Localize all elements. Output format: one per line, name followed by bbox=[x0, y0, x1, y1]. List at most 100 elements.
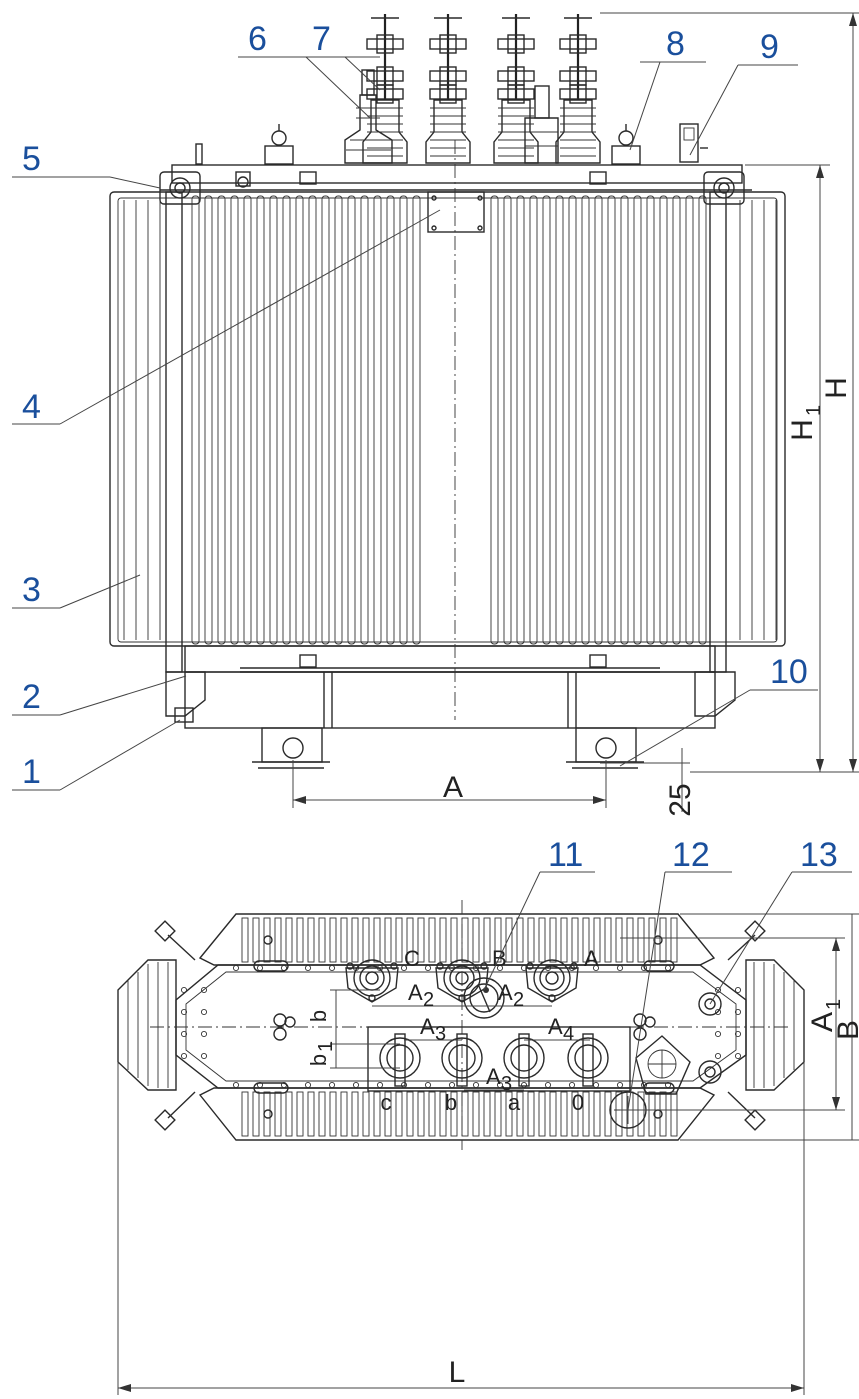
fin bbox=[620, 195, 629, 645]
plan-fin bbox=[472, 1091, 480, 1137]
plan-fin bbox=[516, 917, 524, 963]
cover-bolt bbox=[424, 964, 432, 972]
hv-bushing-plan bbox=[345, 959, 399, 1003]
plan-fin bbox=[582, 1091, 590, 1137]
plan-fin bbox=[263, 917, 271, 963]
dimension-25 bbox=[600, 748, 690, 812]
flange-bolt bbox=[436, 962, 444, 970]
bushing-clamp bbox=[497, 38, 535, 50]
plan-fin bbox=[285, 1091, 293, 1137]
callout-9: 9 bbox=[760, 28, 779, 66]
plan-fin bbox=[648, 917, 656, 963]
cover-bolt bbox=[424, 1081, 432, 1089]
flange-bolt bbox=[368, 994, 376, 1002]
plan-fin bbox=[659, 1091, 667, 1137]
cover-bolt bbox=[376, 1081, 384, 1089]
hv-bushings bbox=[362, 14, 601, 164]
fin bbox=[503, 195, 512, 645]
plan-fin bbox=[362, 1091, 370, 1137]
dim-label-A3-bottom-sub: 3 bbox=[501, 1073, 512, 1095]
rating-plate bbox=[427, 191, 485, 233]
lv-bar bbox=[456, 1033, 468, 1087]
plan-fin bbox=[549, 917, 557, 963]
dim-label-A3-bottom-main: A bbox=[486, 1064, 501, 1089]
plan-fin bbox=[351, 1091, 359, 1137]
plan-fin bbox=[395, 1091, 403, 1137]
cover-bolt bbox=[200, 1008, 208, 1016]
cover-bolt bbox=[232, 1081, 240, 1089]
plan-fin bbox=[318, 917, 326, 963]
plan-fin bbox=[307, 1091, 315, 1137]
radiator-fins-bottom bbox=[241, 1091, 678, 1137]
fin bbox=[230, 195, 239, 645]
plan-fin bbox=[340, 1091, 348, 1137]
cover-bolt bbox=[328, 964, 336, 972]
radiator-fins-top bbox=[241, 917, 678, 963]
flange-bolt bbox=[390, 962, 398, 970]
plan-fin bbox=[527, 917, 535, 963]
fin bbox=[321, 195, 330, 645]
dimension-L bbox=[117, 1062, 805, 1395]
dim-label-A: A bbox=[443, 771, 463, 804]
dim-label-A3-left-main: A bbox=[420, 1014, 435, 1039]
fin bbox=[295, 195, 304, 645]
plan-fin bbox=[527, 1091, 535, 1137]
fin bbox=[659, 195, 668, 645]
lv-ring bbox=[379, 1037, 421, 1079]
plan-fin bbox=[406, 917, 414, 963]
lv-bushing-plan bbox=[567, 1033, 609, 1087]
callout-2: 2 bbox=[22, 678, 41, 716]
flange-bolt bbox=[346, 962, 354, 970]
plan-fin bbox=[516, 1091, 524, 1137]
lv-bushing-right bbox=[524, 85, 559, 164]
plan-fin bbox=[439, 917, 447, 963]
cover-bolt bbox=[568, 1081, 576, 1089]
plan-fin bbox=[571, 917, 579, 963]
cover-bolt bbox=[734, 1052, 742, 1060]
cover-bolt bbox=[544, 1081, 552, 1089]
bushing-ring bbox=[449, 965, 475, 991]
plan-fin bbox=[329, 917, 337, 963]
fin bbox=[269, 195, 278, 645]
plan-fin bbox=[428, 917, 436, 963]
lv-ring bbox=[441, 1037, 483, 1079]
cover-bolt bbox=[714, 1052, 722, 1060]
lv-bushing-plan bbox=[441, 1033, 483, 1087]
mounting-foot-left bbox=[252, 727, 330, 769]
plan-fin bbox=[505, 1091, 513, 1137]
plan-view bbox=[117, 900, 859, 1395]
cover-bolt bbox=[256, 964, 264, 972]
bushing-ring bbox=[539, 965, 565, 991]
bushing-nut bbox=[569, 34, 587, 54]
plan-fin bbox=[318, 1091, 326, 1137]
plan-fin bbox=[461, 1091, 469, 1137]
lv-bushing-6 bbox=[344, 69, 393, 164]
cover-bolt bbox=[180, 1052, 188, 1060]
bushing-body bbox=[493, 99, 539, 164]
fin bbox=[542, 195, 551, 645]
lid-fitting-left bbox=[264, 124, 294, 165]
lv-bushings-plan bbox=[379, 1033, 609, 1087]
bushing-clamp bbox=[366, 38, 404, 50]
plan-fin bbox=[670, 917, 678, 963]
dim-label-b1: b 1 bbox=[306, 1041, 337, 1066]
plan-fin bbox=[296, 1091, 304, 1137]
cover-bolt bbox=[496, 1081, 504, 1089]
callout-leaders bbox=[12, 56, 852, 1111]
cover-bolt bbox=[734, 986, 742, 994]
bushing-body bbox=[362, 99, 408, 164]
plan-fin bbox=[560, 917, 568, 963]
fin bbox=[347, 195, 356, 645]
cover-bolt bbox=[714, 1030, 722, 1038]
bushing-clamp bbox=[366, 88, 404, 100]
plan-fin bbox=[307, 917, 315, 963]
lv-bushing-plan bbox=[503, 1033, 545, 1087]
plan-fin bbox=[626, 917, 634, 963]
radiator-frame bbox=[109, 191, 786, 647]
thermometer-pocket-13 bbox=[698, 992, 722, 1084]
dim-label-L: L bbox=[449, 1356, 466, 1389]
bushing-nut bbox=[439, 34, 457, 54]
terminal-lv-c: c bbox=[381, 1090, 392, 1115]
plan-fin bbox=[461, 917, 469, 963]
plan-fin bbox=[406, 1091, 414, 1137]
